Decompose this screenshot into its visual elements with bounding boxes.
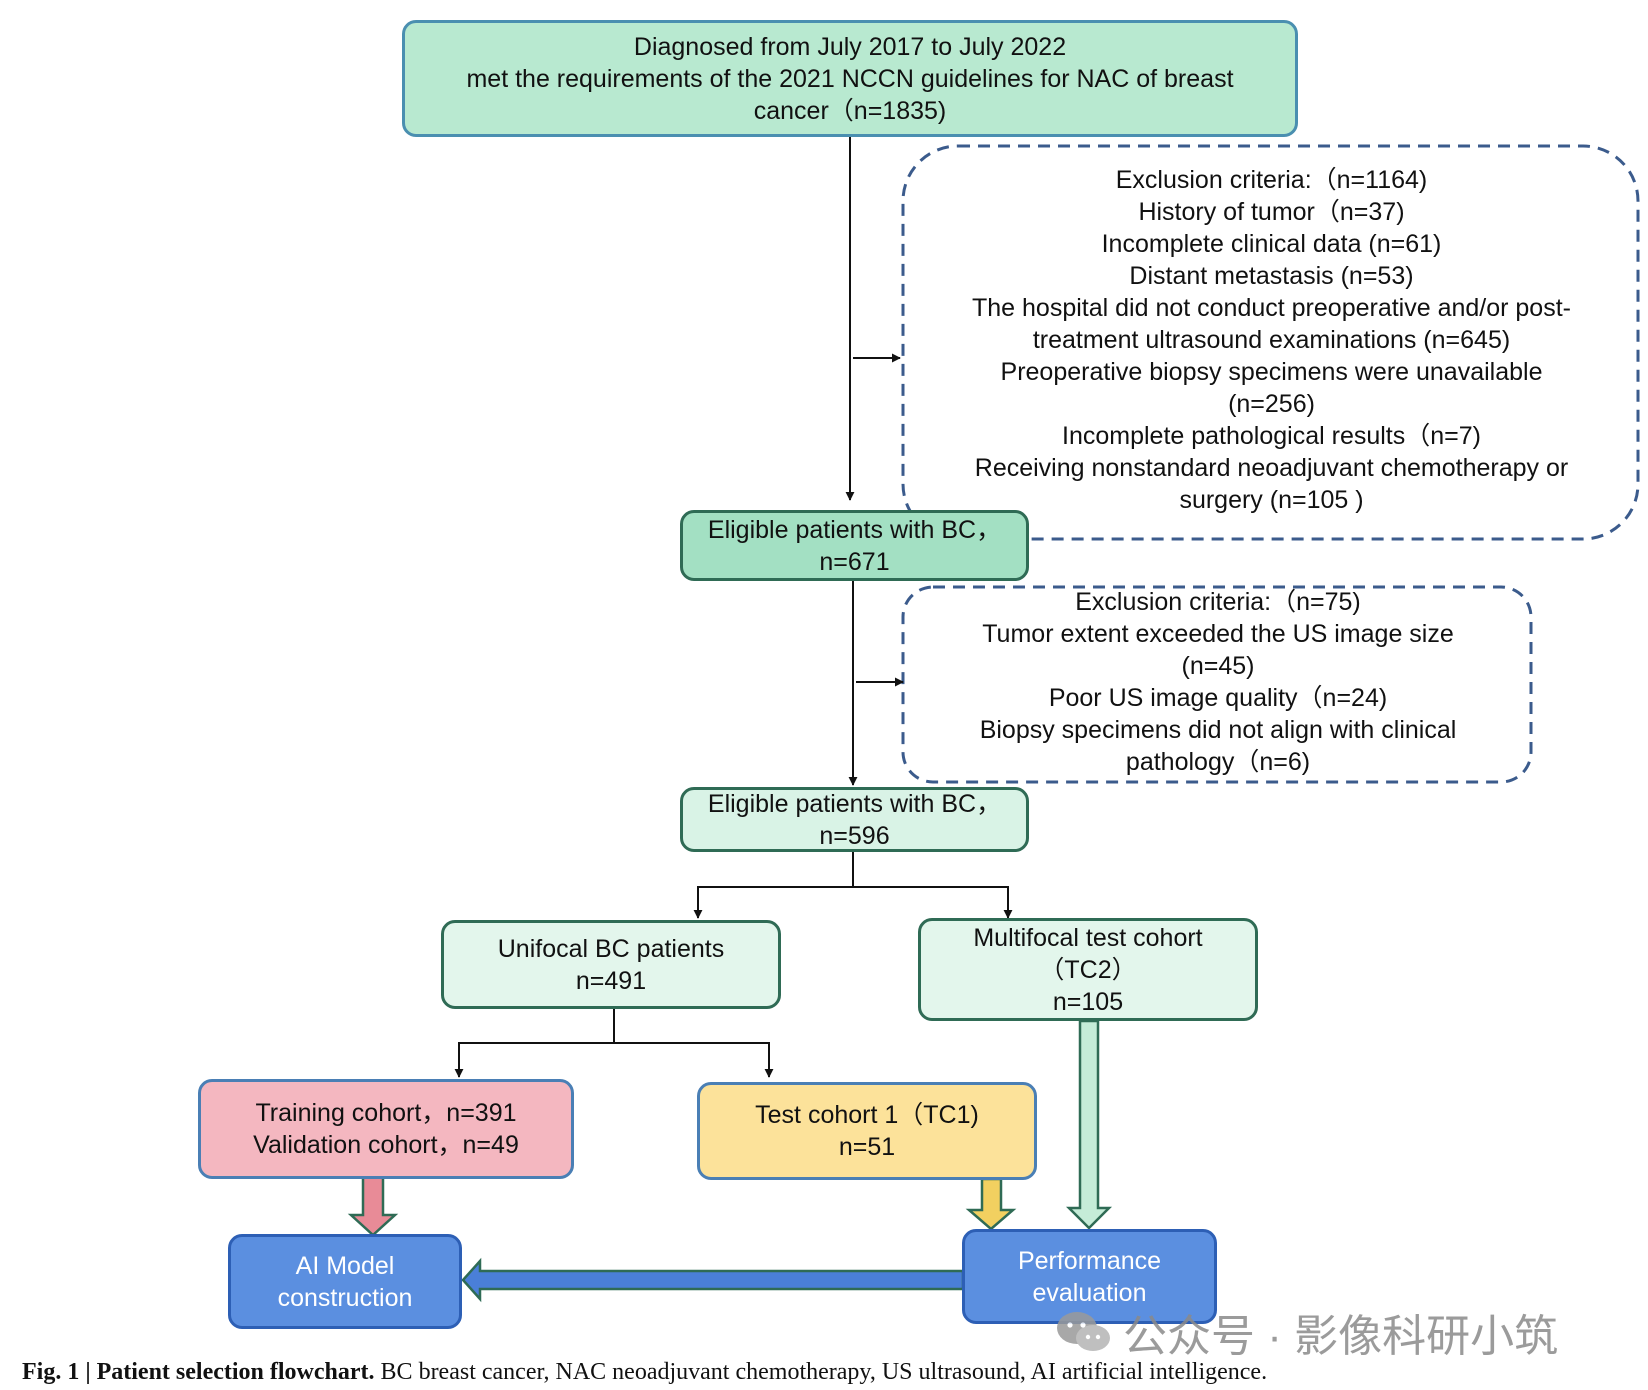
exclusion1-line-7: Preoperative biopsy specimens were unava… xyxy=(1000,358,1543,386)
wechat-icon xyxy=(1055,1310,1113,1354)
eligible-box-671: Eligible patients with BC， n=671 xyxy=(680,510,1029,581)
unifocal-line-1: Unifocal BC patients xyxy=(497,934,725,963)
start-line-2: met the requirements of the 2021 NCCN gu… xyxy=(466,64,1234,93)
performance-line-1: Performance xyxy=(1017,1246,1162,1275)
arrow-multifocal-to-performance xyxy=(1065,1019,1113,1230)
watermark: 公众号 · 影像科研小筑 xyxy=(1055,1300,1558,1364)
multifocal-line-3: n=105 xyxy=(1052,987,1124,1016)
exclusion2-line-2: Tumor extent exceeded the US image size xyxy=(982,620,1454,648)
exclusion1-line-2: History of tumor（n=37) xyxy=(1138,198,1405,226)
test1-line-2: n=51 xyxy=(838,1133,896,1161)
arrow-to-training xyxy=(454,1042,614,1078)
exclusion1-line-9: Incomplete pathological results（n=7) xyxy=(1062,422,1481,450)
exclusion1-line-8: (n=256) xyxy=(1228,390,1315,418)
arrow-to-multifocal xyxy=(853,886,1013,919)
exclusion1-line-3: Incomplete clinical data (n=61) xyxy=(1101,230,1442,258)
exclusion2-line-5: Biopsy specimens did not align with clin… xyxy=(979,716,1457,744)
arrow-to-test1 xyxy=(614,1042,774,1078)
training-line-1: Training cohort，n=391 xyxy=(255,1099,517,1127)
test1-line-1: Test cohort 1（TC1) xyxy=(755,1101,979,1129)
training-box: Training cohort，n=391 Validation cohort，… xyxy=(198,1079,574,1179)
caption-text: BC breast cancer, NAC neoadjuvant chemot… xyxy=(374,1359,1268,1385)
exclusion2-line-6: pathology（n=6) xyxy=(1125,748,1311,776)
arrow-training-to-ai xyxy=(347,1175,399,1237)
exclusion1-line-1: Exclusion criteria:（n=1164) xyxy=(1115,166,1428,194)
eligible2-line-1: Eligible patients with BC， xyxy=(707,789,1002,818)
arrow-to-unifocal xyxy=(693,886,853,919)
unifocal-box: Unifocal BC patients n=491 xyxy=(441,920,781,1009)
eligible-box-596: Eligible patients with BC， n=596 xyxy=(680,787,1029,852)
exclusion-box-1: Exclusion criteria:（n=1164) History of t… xyxy=(905,164,1638,516)
start-line-3: cancer（n=1835) xyxy=(753,96,947,125)
start-line-1: Diagnosed from July 2017 to July 2022 xyxy=(633,32,1067,61)
exclusion1-line-10: Receiving nonstandard neoadjuvant chemot… xyxy=(974,454,1569,482)
arrow-performance-to-ai xyxy=(461,1257,965,1303)
exclusion2-line-1: Exclusion criteria:（n=75) xyxy=(1075,588,1361,616)
exclusion2-line-4: Poor US image quality（n=24) xyxy=(1048,684,1388,712)
caption-label: Fig. 1 | Patient selection flowchart. xyxy=(22,1359,375,1385)
training-line-2: Validation cohort，n=49 xyxy=(253,1131,519,1159)
test1-box: Test cohort 1（TC1) n=51 xyxy=(697,1082,1037,1180)
multifocal-line-1: Multifocal test cohort xyxy=(973,923,1203,952)
ai-model-line-1: AI Model xyxy=(295,1251,395,1280)
watermark-text: 公众号 · 影像科研小筑 xyxy=(1123,1312,1559,1361)
exclusion2-line-3: (n=45) xyxy=(1181,652,1255,680)
eligible1-line-1: Eligible patients with BC， xyxy=(707,515,1002,544)
exclusion-box-2-border xyxy=(901,585,1533,784)
performance-line-2: evaluation xyxy=(1032,1278,1147,1307)
exclusion1-line-6: treatment ultrasound examinations (n=645… xyxy=(1032,326,1511,354)
start-box: Diagnosed from July 2017 to July 2022 me… xyxy=(402,20,1298,137)
multifocal-line-2: （TC2） xyxy=(1039,955,1137,984)
eligible1-line-2: n=671 xyxy=(819,547,890,576)
ai-model-box: AI Model construction xyxy=(228,1234,462,1329)
exclusion-box-2: Exclusion criteria:（n=75) Tumor extent e… xyxy=(905,586,1531,778)
eligible2-line-2: n=596 xyxy=(819,821,890,850)
figure-caption: Fig. 1 | Patient selection flowchart. BC… xyxy=(22,1358,1622,1386)
exclusion1-line-11: surgery (n=105 ) xyxy=(1179,486,1364,514)
exclusion1-line-5: The hospital did not conduct preoperativ… xyxy=(972,294,1571,322)
ai-model-line-2: construction xyxy=(277,1283,413,1312)
unifocal-line-2: n=491 xyxy=(575,966,647,995)
multifocal-box: Multifocal test cohort （TC2） n=105 xyxy=(918,918,1258,1021)
arrow-test1-to-performance xyxy=(965,1177,1017,1231)
exclusion1-line-4: Distant metastasis (n=53) xyxy=(1129,262,1414,290)
